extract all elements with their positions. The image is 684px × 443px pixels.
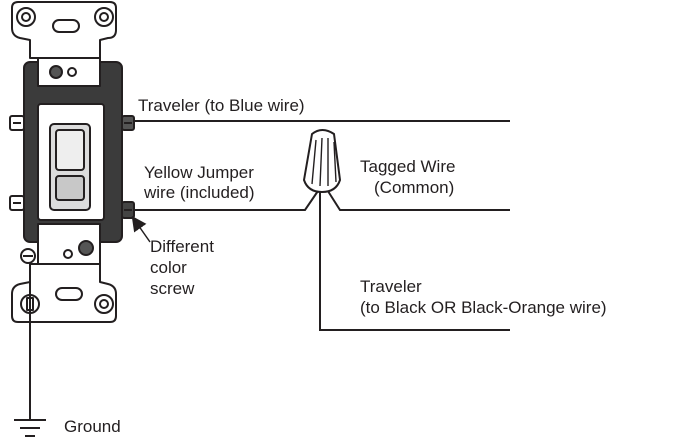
traveler-black-wire bbox=[319, 192, 510, 331]
toggle-switch-icon bbox=[9, 1, 135, 323]
label-tagged-wire-2: (Common) bbox=[374, 178, 454, 197]
wires bbox=[29, 120, 510, 420]
label-traveler-black-2: (to Black OR Black-Orange wire) bbox=[360, 298, 607, 317]
top-left-screw bbox=[9, 115, 25, 131]
label-different-1: Different bbox=[150, 237, 214, 256]
yellow-jumper-wire bbox=[134, 187, 321, 211]
bottom-right-different-color-screw bbox=[121, 201, 135, 219]
label-tagged-wire-1: Tagged Wire bbox=[360, 157, 455, 176]
top-right-screw bbox=[121, 115, 135, 131]
bottom-strap-slot bbox=[55, 287, 83, 301]
label-yellow-jumper-2: wire (included) bbox=[143, 183, 255, 202]
tagged-common-wire bbox=[325, 187, 510, 211]
label-ground: Ground bbox=[64, 417, 121, 436]
label-traveler-blue: Traveler (to Blue wire) bbox=[138, 96, 305, 115]
ground-symbol-icon bbox=[14, 419, 46, 437]
top-strap-slot bbox=[52, 19, 80, 33]
bottom-left-screw bbox=[9, 195, 25, 211]
label-traveler-black-1: Traveler bbox=[360, 277, 422, 296]
label-different-3: screw bbox=[150, 279, 195, 298]
different-screw-arrow bbox=[131, 215, 151, 243]
label-different-2: color bbox=[150, 258, 187, 277]
wire-nut-icon bbox=[303, 129, 341, 193]
ground-screw bbox=[20, 248, 36, 264]
label-yellow-jumper-1: Yellow Jumper bbox=[144, 163, 254, 182]
